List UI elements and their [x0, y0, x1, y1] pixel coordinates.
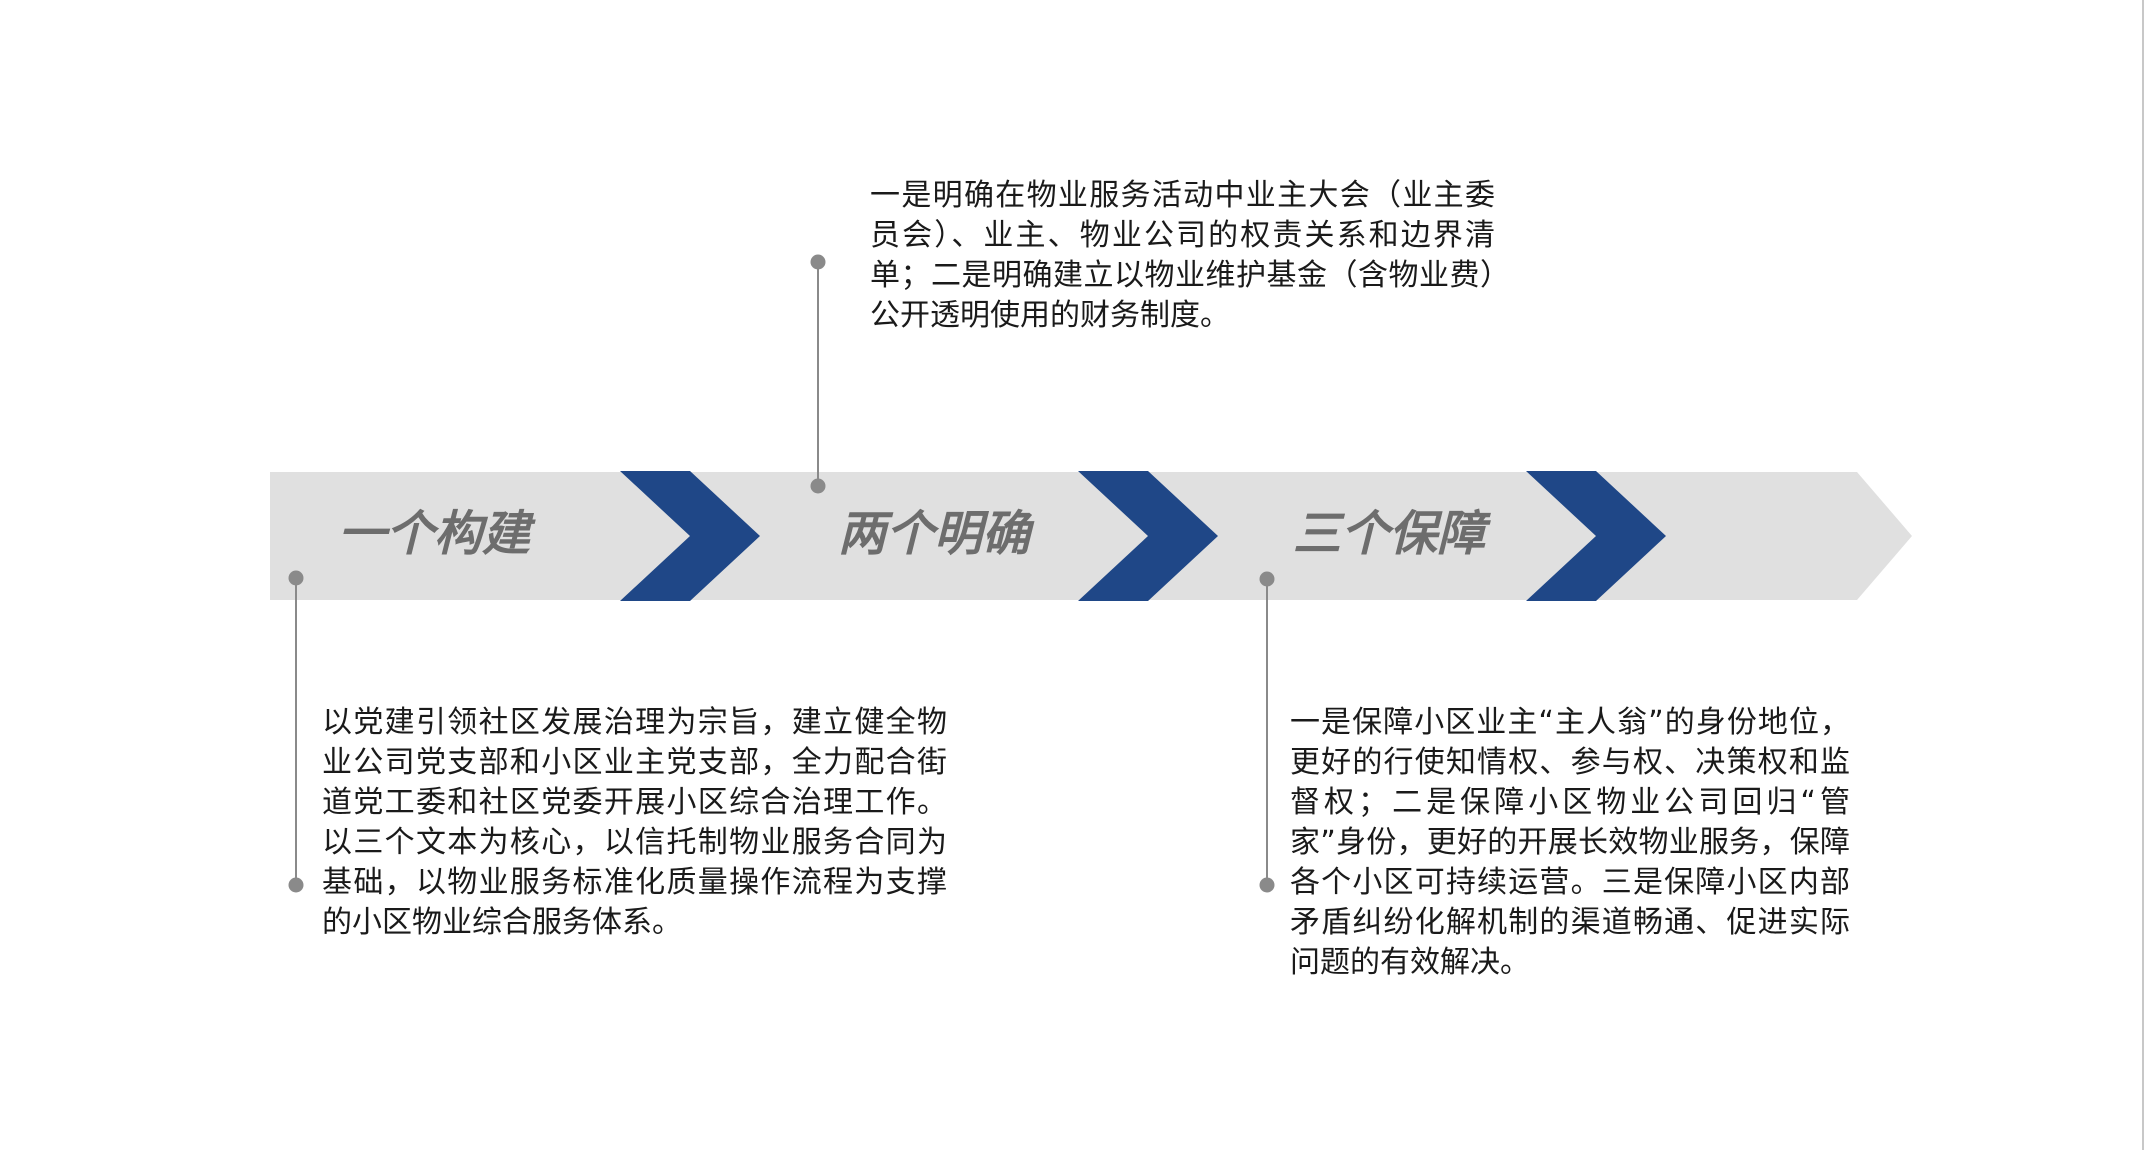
connector-3-bottom-dot — [1259, 877, 1275, 893]
stage-1-title: 一个构建 — [338, 506, 536, 562]
connector-2-bottom-dot — [810, 478, 826, 494]
chevron-2 — [1078, 471, 1218, 601]
construction-description: 以党建引领社区发展治理为宗旨，建立健全物业公司党支部和小区业主党支部，全力配合街… — [322, 705, 947, 940]
page-edge-line — [2142, 0, 2144, 1150]
chevron-1 — [620, 471, 760, 601]
clarity-description: 一是明确在物业服务活动中业主大会（业主委员会）、业主、物业公司的权责关系和边界清… — [870, 178, 1495, 333]
stage-3-title: 三个保障 — [1293, 506, 1491, 562]
connector-3-top-dot — [1259, 571, 1275, 587]
connector-1 — [288, 570, 304, 893]
stage-2-title: 两个明确 — [838, 506, 1035, 562]
connector-3 — [1259, 571, 1275, 893]
guarantee-description: 一是保障小区业主“主人翁”的身份地位，更好的行使知情权、参与权、决策权和监督权；… — [1290, 705, 1850, 980]
connector-1-top-dot — [288, 570, 304, 586]
connector-1-bottom-dot — [288, 877, 304, 893]
connector-2-top-dot — [810, 254, 826, 270]
chevron-3 — [1526, 471, 1666, 601]
connector-2 — [810, 254, 826, 494]
